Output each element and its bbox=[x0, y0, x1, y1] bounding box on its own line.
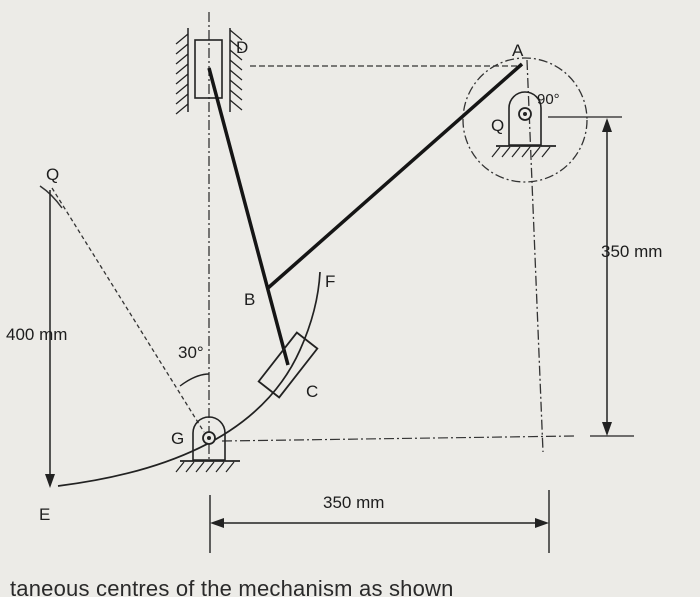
dimension-400mm bbox=[45, 190, 55, 488]
label-q-left: Q bbox=[46, 165, 59, 184]
guide-d bbox=[175, 28, 243, 115]
label-f: F bbox=[325, 272, 335, 291]
caption-text: taneous centres of the mechanism as show… bbox=[10, 576, 454, 597]
pivot-support-g bbox=[175, 416, 240, 473]
label-q-right: Q bbox=[491, 116, 504, 135]
label-d: D bbox=[236, 38, 248, 57]
label-dim-vertical-350mm: 350 mm bbox=[601, 242, 662, 261]
crank-path-circle bbox=[462, 57, 588, 183]
label-angle-a: 90° bbox=[537, 91, 560, 108]
label-b: B bbox=[244, 290, 255, 309]
pivot-support-q-right bbox=[491, 91, 556, 158]
dimension-vertical-350mm bbox=[548, 116, 634, 437]
label-angle-g: 30° bbox=[178, 343, 204, 362]
link-d-c bbox=[207, 67, 290, 366]
label-e: E bbox=[39, 505, 50, 524]
arc-mark-q-left bbox=[39, 185, 63, 209]
reference-line-g bbox=[221, 435, 576, 442]
centerline-a bbox=[526, 59, 544, 453]
label-g: G bbox=[171, 429, 184, 448]
link-a-b bbox=[266, 62, 524, 290]
slider-c bbox=[257, 331, 319, 399]
label-dim-horizontal-350mm: 350 mm bbox=[323, 493, 384, 512]
curved-guide-arc bbox=[57, 271, 321, 487]
label-c: C bbox=[306, 382, 318, 401]
slider-d bbox=[194, 39, 223, 99]
radius-line-q-g bbox=[51, 187, 205, 433]
caption-strip: taneous centres of the mechanism as show… bbox=[0, 572, 700, 597]
angle-arc-g bbox=[179, 373, 210, 387]
label-dim-400mm: 400 mm bbox=[6, 325, 67, 344]
dimension-horizontal-350mm bbox=[209, 490, 550, 553]
label-a: A bbox=[512, 41, 524, 60]
